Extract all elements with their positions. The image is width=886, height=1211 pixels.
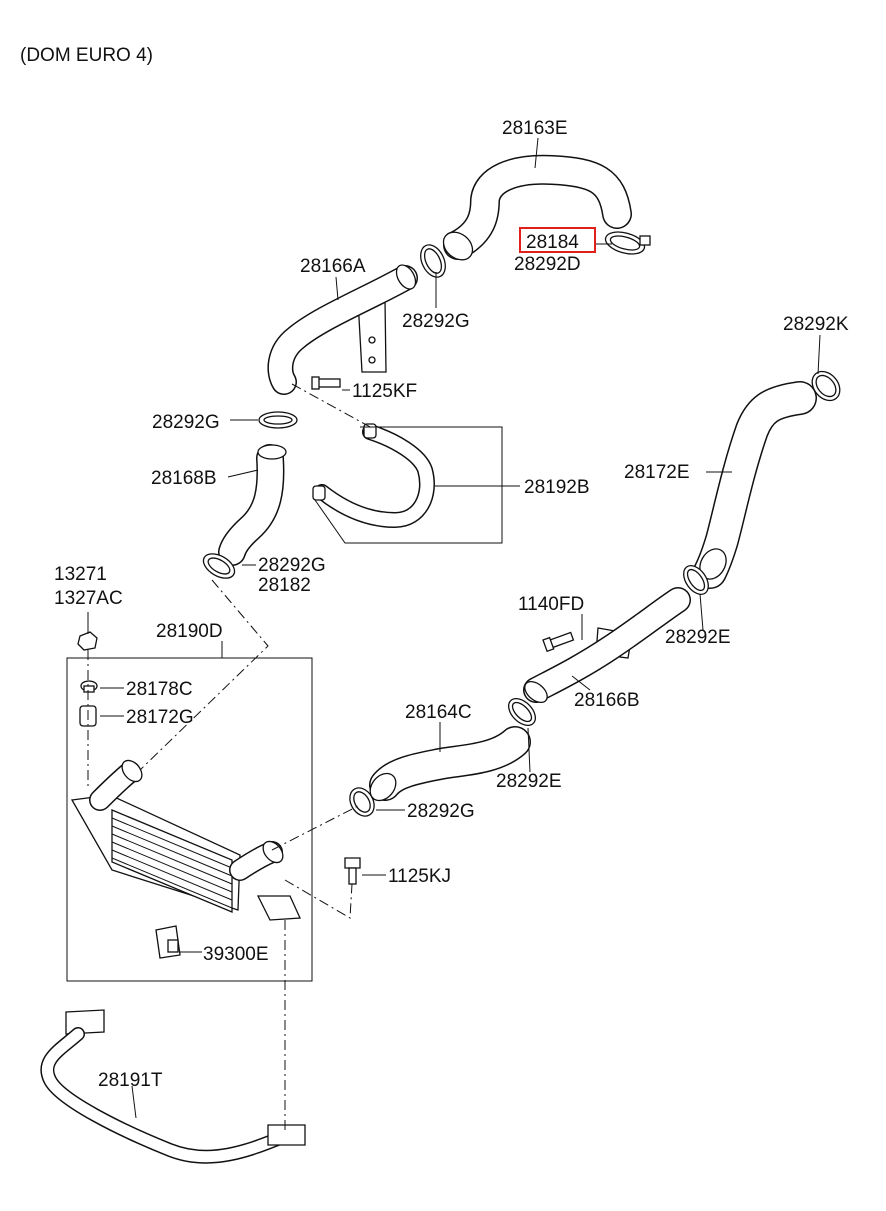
clamp-28292E-lower (508, 698, 536, 726)
intercooler-frame (66, 657, 313, 982)
leader-lines (87, 137, 821, 1119)
label-1327AC[interactable]: 1327AC (54, 588, 123, 609)
hose-28163E (442, 154, 632, 261)
clamp-28292G-lower (349, 787, 375, 817)
label-1125KJ[interactable]: 1125KJ (388, 866, 451, 887)
clamp-28292G-upper (420, 244, 446, 278)
label-28182[interactable]: 28182 (258, 575, 311, 596)
label-28178C[interactable]: 28178C (126, 679, 193, 700)
label-28172E[interactable]: 28172E (624, 462, 690, 483)
hose-28164C (369, 726, 531, 802)
label-28166B[interactable]: 28166B (574, 690, 640, 711)
label-13271[interactable]: 13271 (54, 564, 107, 585)
label-1125KF[interactable]: 1125KF (352, 381, 417, 402)
clamp-28292G-mid (258, 411, 298, 429)
clamp-28292E-upper (683, 565, 709, 595)
bolt-1125KJ (344, 857, 361, 885)
bolt-1125KF (311, 376, 341, 390)
label-28168B[interactable]: 28168B (151, 468, 217, 489)
label-28163E[interactable]: 28163E (502, 118, 568, 139)
label-28292G-hose[interactable]: 28292G (258, 555, 326, 576)
label-28292E-upper[interactable]: 28292E (665, 627, 731, 648)
pipe-28166B (523, 587, 691, 704)
mount-39300E (155, 925, 181, 959)
label-28192B[interactable]: 28192B (524, 477, 590, 498)
clamp-28292K (811, 370, 841, 402)
label-28292G-mid[interactable]: 28292G (152, 412, 220, 433)
connection-lines (87, 383, 373, 1130)
label-28292D[interactable]: 28292D (514, 254, 581, 275)
label-28292G-upper[interactable]: 28292G (402, 311, 470, 332)
bolt-1140FD (542, 631, 575, 653)
variant-heading: (DOM EURO 4) (20, 45, 153, 66)
nut-13271 (77, 631, 98, 651)
label-28184[interactable]: 28184 (526, 232, 579, 253)
clamp-28184 (604, 231, 651, 255)
label-28292K[interactable]: 28292K (783, 314, 849, 335)
label-39300E[interactable]: 39300E (203, 944, 269, 965)
hose-28168B (218, 444, 287, 566)
intercooler-28190D (66, 657, 313, 982)
pipe-28166A (267, 264, 418, 395)
hose-28192B (312, 423, 435, 528)
label-28164C[interactable]: 28164C (405, 702, 472, 723)
label-1140FD[interactable]: 1140FD (518, 594, 584, 615)
label-28292E-lower[interactable]: 28292E (496, 771, 562, 792)
label-28191T[interactable]: 28191T (98, 1070, 163, 1091)
washer-28178C (80, 680, 98, 693)
label-28292G-lower[interactable]: 28292G (407, 801, 475, 822)
hose-28172E (693, 381, 817, 589)
clamp-28292G-28182 (202, 553, 236, 579)
label-28172G[interactable]: 28172G (126, 707, 194, 728)
highlight-box-28184 (519, 227, 596, 253)
label-28190D[interactable]: 28190D (156, 621, 223, 642)
label-28166A[interactable]: 28166A (300, 256, 366, 277)
bracket-28191T (40, 1009, 306, 1164)
